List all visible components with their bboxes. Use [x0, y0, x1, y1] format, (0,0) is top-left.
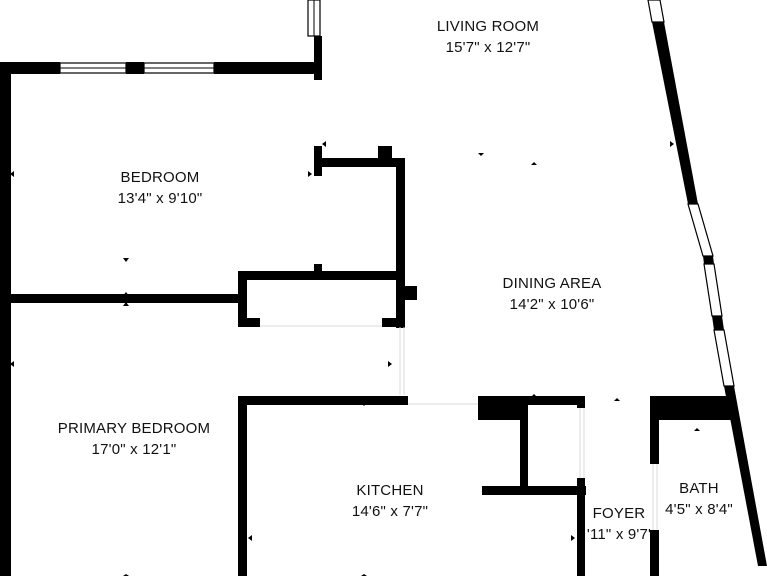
room-dimensions: 15'7" x 12'7"	[445, 39, 531, 56]
wall-kitchen-top-left	[238, 396, 408, 405]
room-label-bedroom: BEDROOM 13'4" x 9'10"	[118, 167, 203, 209]
wall-closet-bottom-right	[382, 318, 404, 327]
room-dimensions: 14'2" x 10'6"	[509, 296, 595, 313]
wall-kitchen-island	[520, 396, 528, 494]
wall-closet-left	[238, 271, 247, 327]
wall-closet-knob	[405, 286, 417, 300]
wall-closet-bottom-left	[238, 318, 260, 327]
bedroom-window	[59, 62, 215, 74]
room-name: PRIMARY BEDROOM	[57, 420, 211, 437]
room-label-kitchen: KITCHEN 14'6" x 7'7"	[352, 480, 428, 522]
wall-bedroom-living-stub	[314, 264, 322, 274]
bath-door-opening	[652, 464, 658, 530]
wall-closet-bottom-top	[238, 271, 404, 280]
wall-bedroom-primary	[0, 294, 240, 303]
room-name: LIVING ROOM	[436, 18, 540, 35]
room-label-foyer: FOYER '11" x 9'7'	[587, 503, 651, 545]
wall-kitchen-top-right	[478, 396, 583, 405]
wall-closet-right	[396, 158, 405, 328]
room-name: KITCHEN	[356, 482, 424, 499]
wall-closet-post	[378, 146, 392, 158]
wall-bedroom-living-upper	[314, 36, 322, 80]
wall-kitchen-foyer	[577, 478, 585, 576]
room-dimensions: 4'5" x 8'4"	[665, 501, 733, 518]
room-dimensions: '11" x 9'7'	[586, 526, 652, 543]
wall-exterior-left	[0, 62, 11, 576]
room-dimensions: 13'4" x 9'10"	[117, 190, 203, 207]
wall-kitchen-counter	[482, 486, 586, 495]
kitchen-foyer-opening	[579, 408, 585, 478]
room-label-primary-bedroom: PRIMARY BEDROOM 17'0" x 12'1"	[58, 418, 210, 460]
wall-kitchen-right	[577, 396, 585, 408]
living-room-window-top	[307, 0, 321, 37]
living-room-windows-right	[647, 0, 735, 387]
wall-bath-left	[650, 396, 659, 464]
room-name: BATH	[679, 480, 719, 497]
room-name: BEDROOM	[120, 169, 200, 186]
wall-bath-top	[650, 396, 734, 420]
wall-bath-left-lower	[650, 530, 659, 576]
room-dimensions: 14'6" x 7'7"	[351, 503, 429, 520]
room-label-living-room: LIVING ROOM 15'7" x 12'7"	[437, 16, 539, 58]
wall-bedroom-top	[0, 62, 60, 74]
wall-bedroom-top-right	[214, 62, 322, 74]
room-dimensions: 17'0" x 12'1"	[91, 441, 177, 458]
wall-bedroom-top-mullion	[126, 62, 144, 74]
hall-door-opening	[399, 327, 405, 395]
wall-kitchen-left	[238, 396, 247, 576]
room-name: DINING AREA	[502, 275, 602, 292]
wall-closet-top	[314, 158, 404, 167]
room-name: FOYER	[592, 505, 646, 522]
dimension-markers	[10, 141, 700, 576]
room-label-dining-area: DINING AREA 14'2" x 10'6"	[503, 273, 602, 315]
room-label-bath: BATH 4'5" x 8'4"	[665, 478, 733, 520]
wall-kitchen-pillar	[478, 396, 528, 420]
